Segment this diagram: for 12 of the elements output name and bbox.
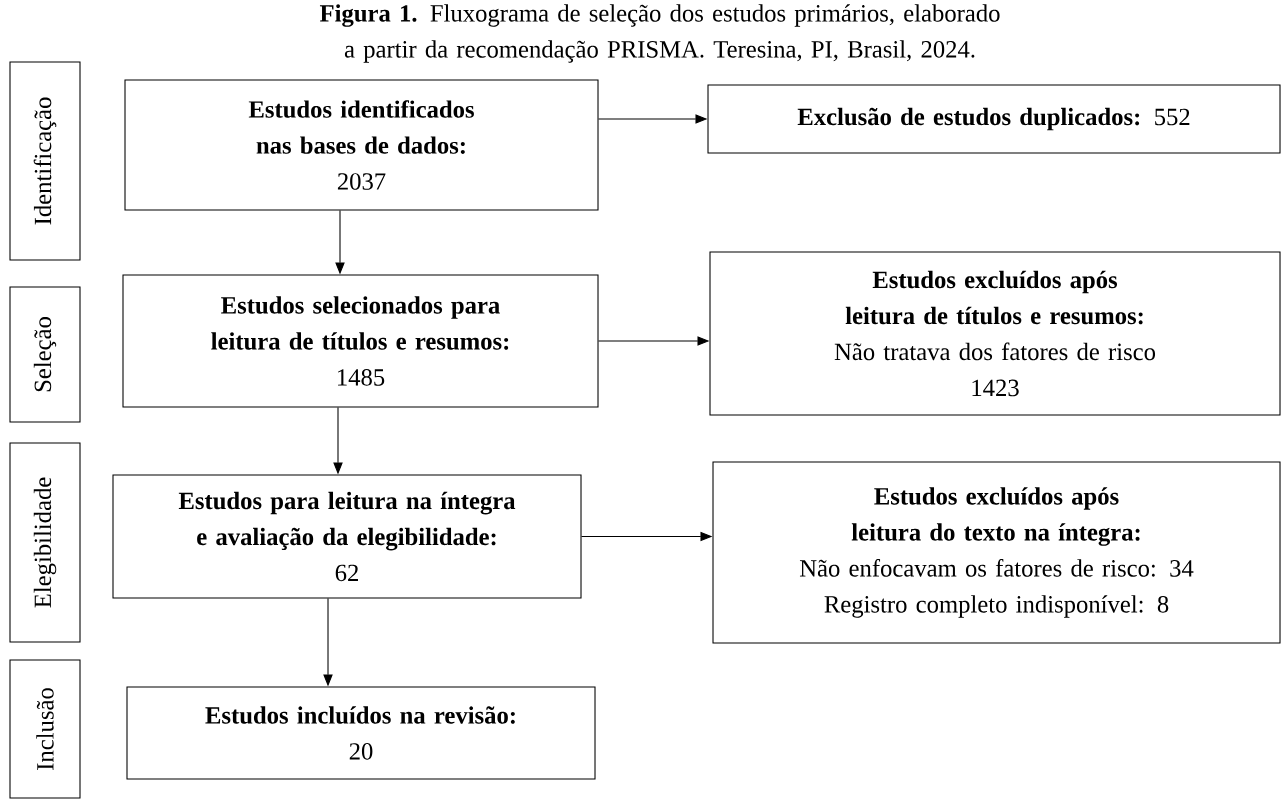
exclusion-box: Estudos excluídos após leitura do texto na íntegra: Não enfocavam os fatores de risco: 34 Registro completo indisponível: 8 bbox=[712, 461, 1281, 644]
phase-label-box: Seleção bbox=[9, 286, 81, 423]
process-box: Estudos identificados nas bases de dados: 2037 bbox=[124, 79, 599, 211]
process-box: Estudos para leitura na íntegra e avaliação da elegibilidade: 62 bbox=[112, 474, 582, 599]
phase-label-box: Elegibilidade bbox=[9, 442, 81, 643]
exclusion-box: Exclusão de estudos duplicados: 552 bbox=[707, 84, 1281, 154]
exclusion-box: Estudos excluídos após leitura de títulos e resumos: Não tratava dos fatores de risco 1423 bbox=[709, 251, 1281, 416]
figure-caption: Figura 1. Fluxograma de seleção dos estudos primários, elaborado a partir da recomendação PRISMA. Teresina, PI, Brasil, 2024. bbox=[319, 4, 1000, 63]
phase-label-box: Inclusão bbox=[9, 659, 81, 799]
process-box: Estudos selecionados para leitura de títulos e resumos: 1485 bbox=[122, 274, 599, 408]
phase-label-box: Identificação bbox=[9, 61, 81, 261]
process-box: Estudos incluídos na revisão: 20 bbox=[126, 686, 596, 780]
